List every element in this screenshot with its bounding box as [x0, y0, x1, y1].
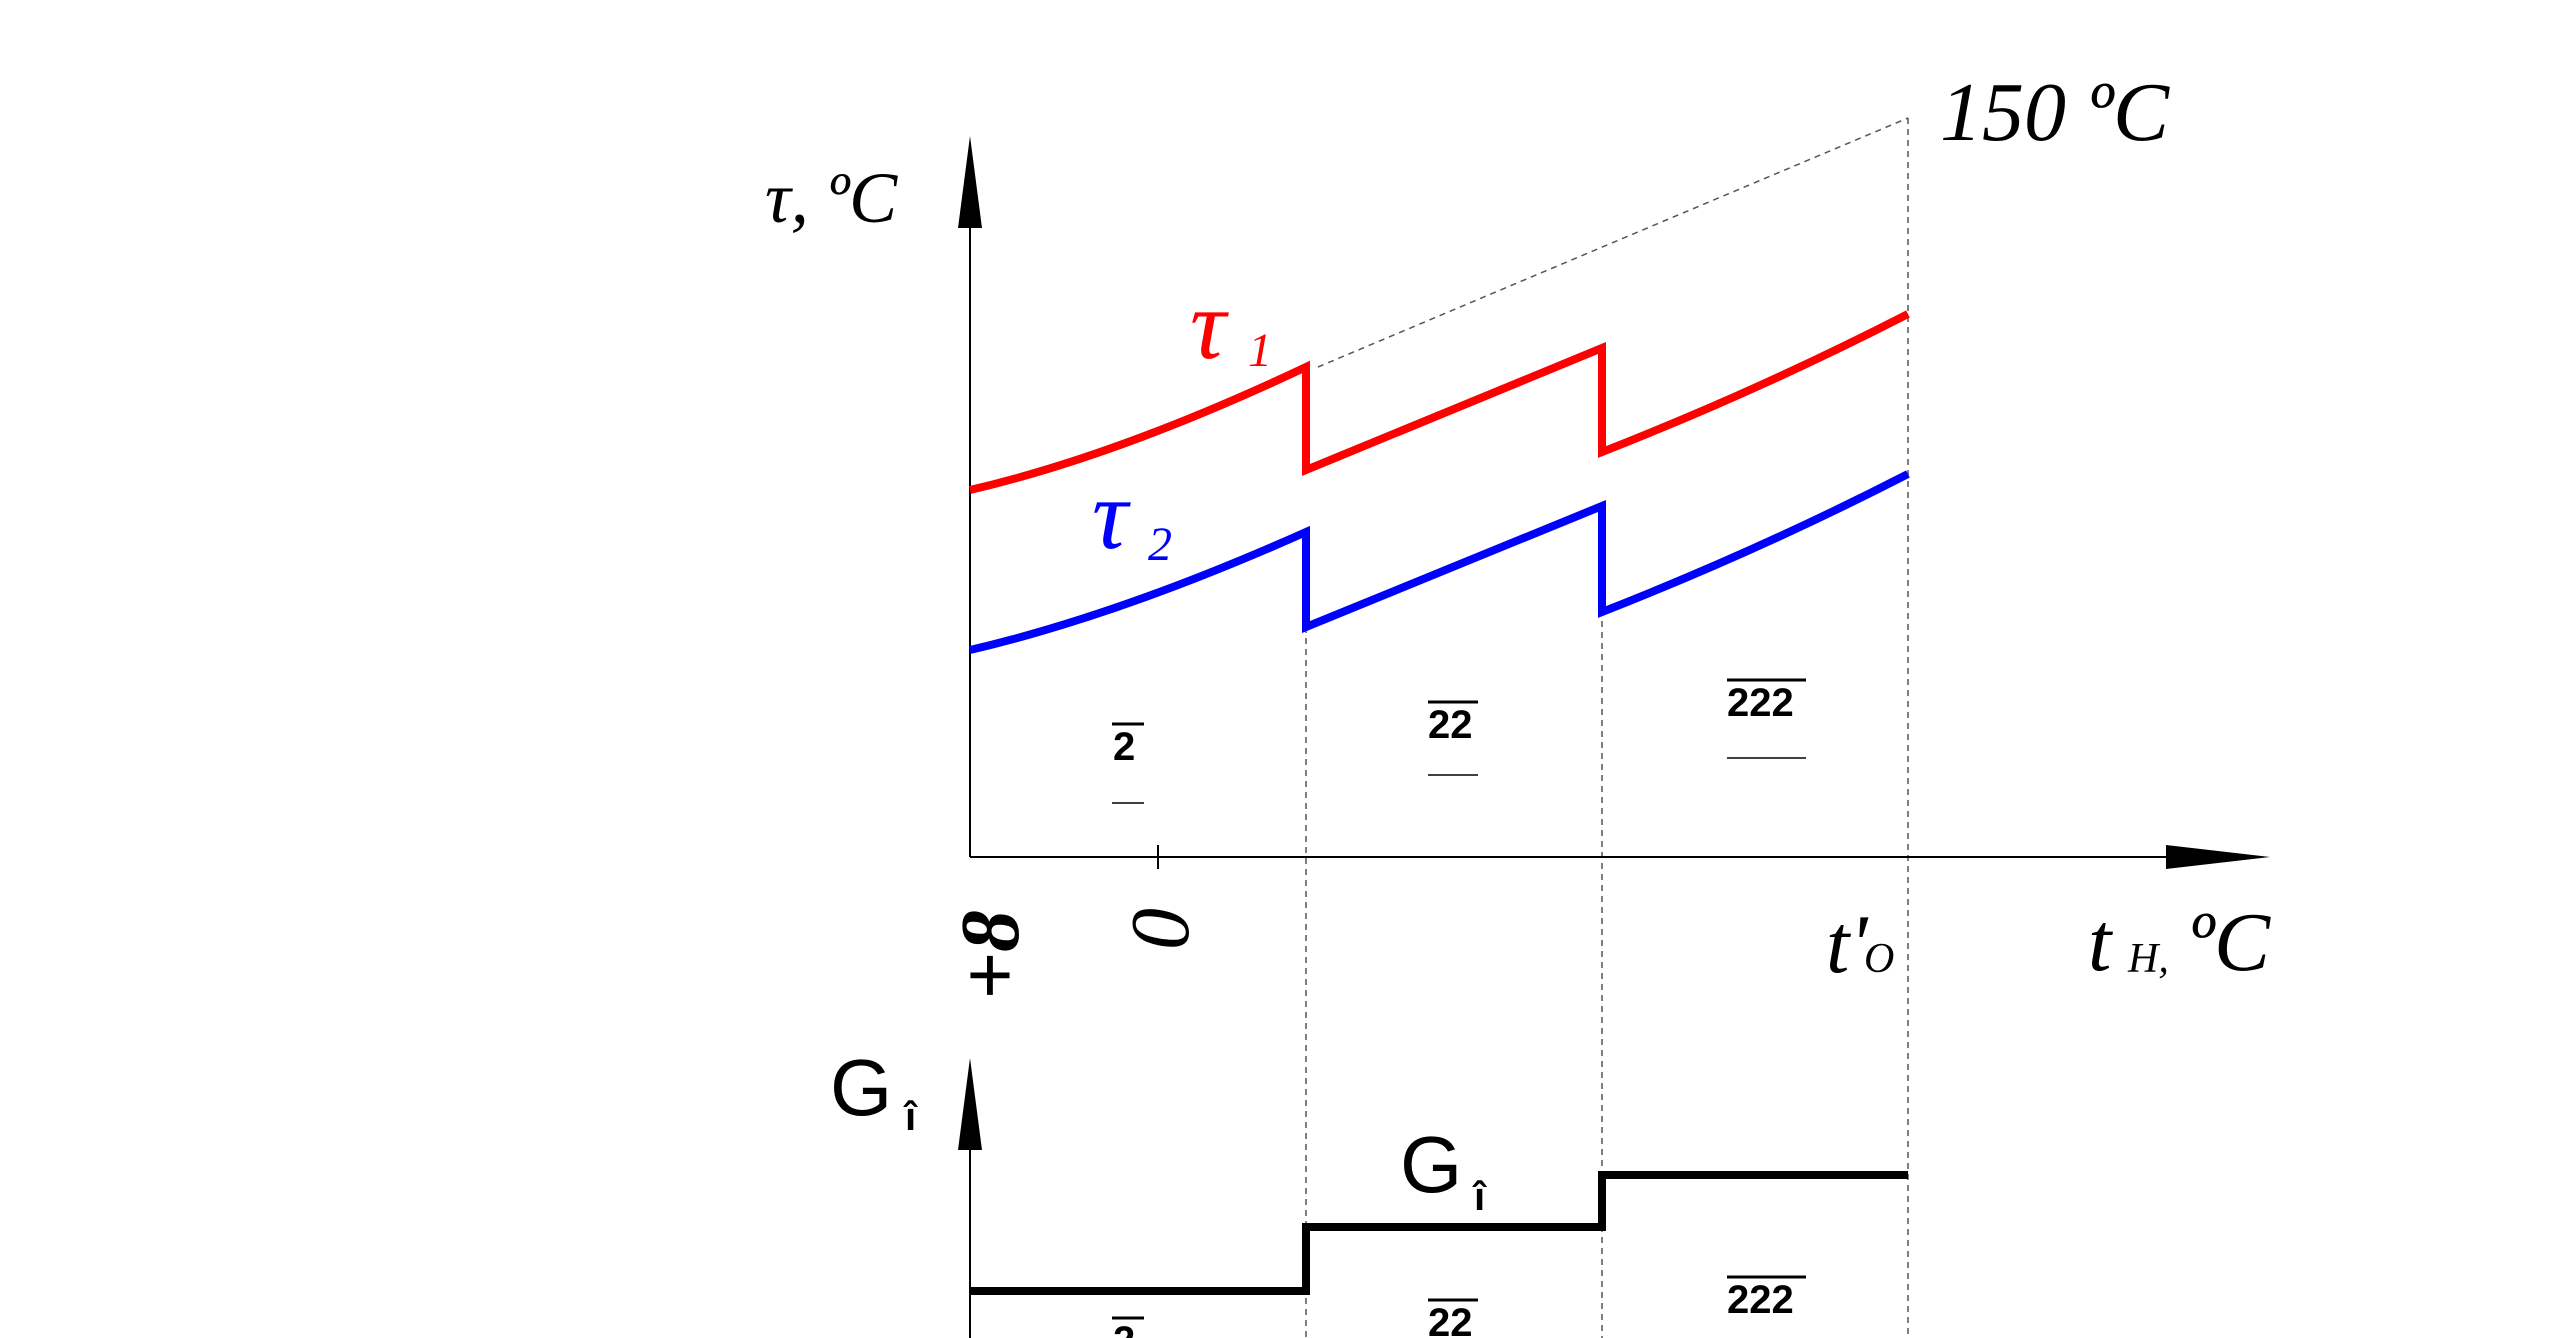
label-150: 150 ºC [1940, 66, 2170, 159]
zone-3-lower-label: 222 [1727, 1278, 1794, 1322]
zone-1-lower-label: 2 [1113, 1319, 1135, 1338]
tau1-subscript: 1 [1248, 324, 1272, 377]
zone-1-label: 2 [1113, 725, 1135, 769]
g-step-line [970, 1171, 1908, 1295]
zone-3-label: 222 [1727, 681, 1794, 725]
y-axis-lower-arrow [958, 1058, 982, 1150]
guide-150-slope [1317, 117, 1909, 368]
y-axis-upper-label: τ, ºC [765, 158, 898, 238]
y-axis-upper-arrow [958, 136, 982, 228]
tau2-label: τ [1092, 459, 1131, 570]
y-axis-lower-subscript: î [903, 1095, 918, 1139]
x-axis-subscript: H, [2127, 936, 2169, 982]
tau1-label: τ [1190, 269, 1229, 380]
g-mid-subscript: î [1472, 1175, 1487, 1219]
zone-labels-lower: 2 22 222 [1112, 1275, 1806, 1338]
zone-2-label: 22 [1428, 703, 1473, 747]
t-o-subscript: O [1864, 936, 1894, 982]
tau1-curve [969, 310, 1910, 494]
t-o-label: t' [1826, 898, 1869, 991]
x-axis-label: t [2088, 896, 2114, 989]
guide-lines [1305, 117, 1909, 1338]
g-mid-label: G [1400, 1120, 1462, 1209]
zone-labels-upper: 2 22 222 [1112, 678, 1806, 804]
tick-zero: 0 [1114, 908, 1207, 950]
x-axis-unit: ºC [2188, 896, 2271, 989]
x-axis-arrow [2166, 845, 2270, 869]
y-axis-lower-label: G [830, 1043, 892, 1132]
tick-plus8: +8 [944, 910, 1037, 1000]
zone-2-lower-label: 22 [1428, 1301, 1473, 1338]
tau2-curve [969, 470, 1910, 654]
tau2-subscript: 2 [1148, 518, 1172, 571]
